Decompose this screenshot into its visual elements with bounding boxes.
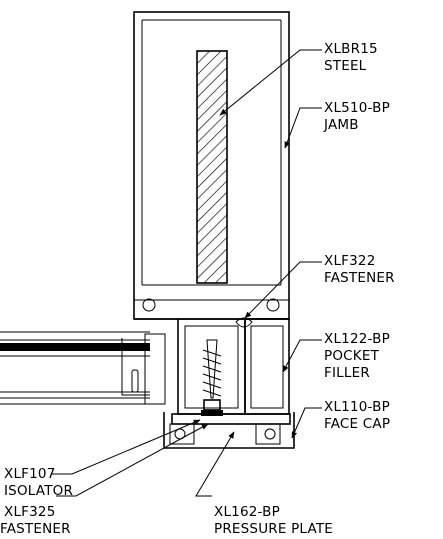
leader-lines [52, 49, 322, 497]
callout-desc-fastener-2: FASTENER [0, 521, 71, 537]
callout-desc-fastener: FASTENER [324, 270, 395, 286]
pressure-plate-face-cap [163, 412, 295, 449]
callout-code-xlf322: XLF322 [324, 253, 376, 269]
callout-code-xlf325: XLF325 [4, 504, 56, 520]
callout-desc-jamb: JAMB [323, 117, 359, 133]
pocket-filler [177, 317, 290, 415]
callout-code-xl510-bp: XL510-BP [324, 100, 390, 116]
callout-code-xl162-bp: XL162-BP [214, 504, 280, 520]
callout-labels: XLBR15 STEEL XL510-BP JAMB XLF322 FASTEN… [0, 41, 395, 537]
callout-code-xl122-bp: XL122-BP [324, 331, 390, 347]
callout-desc-pressure-plate: PRESSURE PLATE [214, 521, 333, 537]
callout-code-xlbr15: XLBR15 [324, 41, 378, 57]
steel-reinforcement [196, 50, 228, 284]
callout-desc-face-cap: FACE CAP [324, 416, 390, 432]
callout-desc-isolator: ISOLATOR [4, 483, 73, 499]
callout-desc-pocket: POCKET [324, 348, 380, 364]
fastener-screw [201, 339, 223, 416]
glazing-infill [0, 331, 166, 405]
callout-desc-steel: STEEL [324, 58, 367, 74]
callout-code-xl110-bp: XL110-BP [324, 399, 390, 415]
callout-desc-filler: FILLER [324, 365, 370, 381]
callout-code-xlf107: XLF107 [4, 466, 56, 482]
